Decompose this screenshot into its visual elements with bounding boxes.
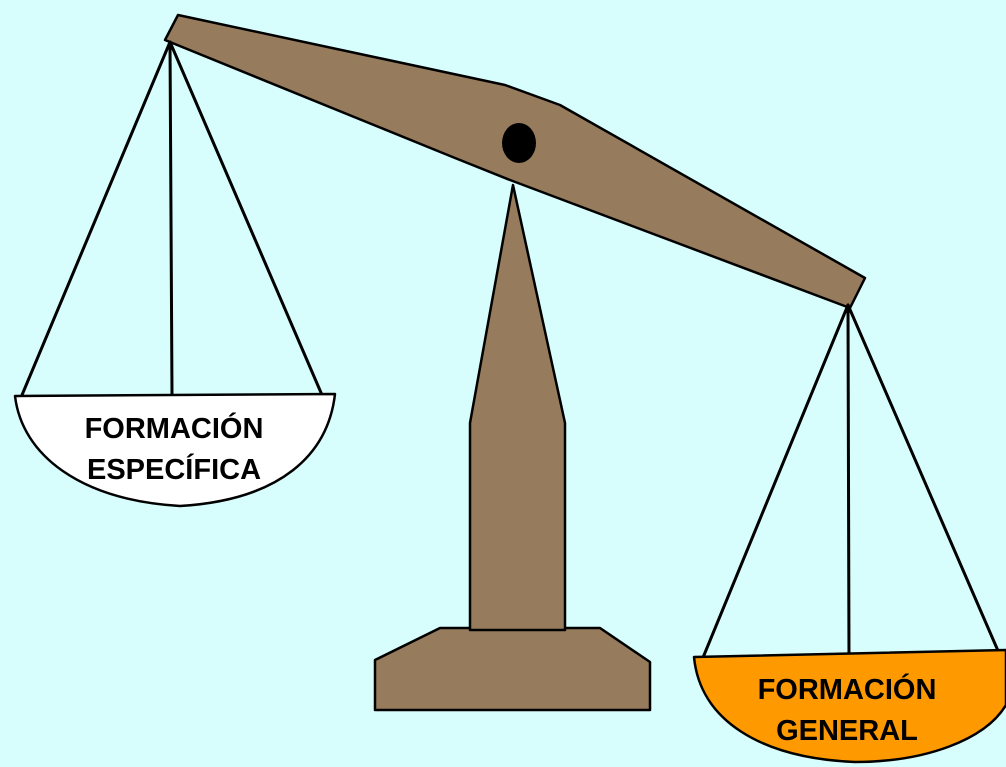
left-pan-strings <box>20 40 324 397</box>
right-pan-label-line2: GENERAL <box>776 715 918 747</box>
right-pan-label-line1: FORMACIÓN <box>758 672 937 706</box>
pivot-dot <box>502 123 536 163</box>
left-pan <box>13 392 337 508</box>
scale-base <box>373 626 652 712</box>
right-pan-strings <box>700 303 1004 662</box>
scale-pillar <box>468 183 567 632</box>
left-pan-label-line1: FORMACIÓN <box>85 411 264 445</box>
left-pan-label-line2: ESPECÍFICA <box>87 452 261 486</box>
right-pan <box>692 648 1006 764</box>
